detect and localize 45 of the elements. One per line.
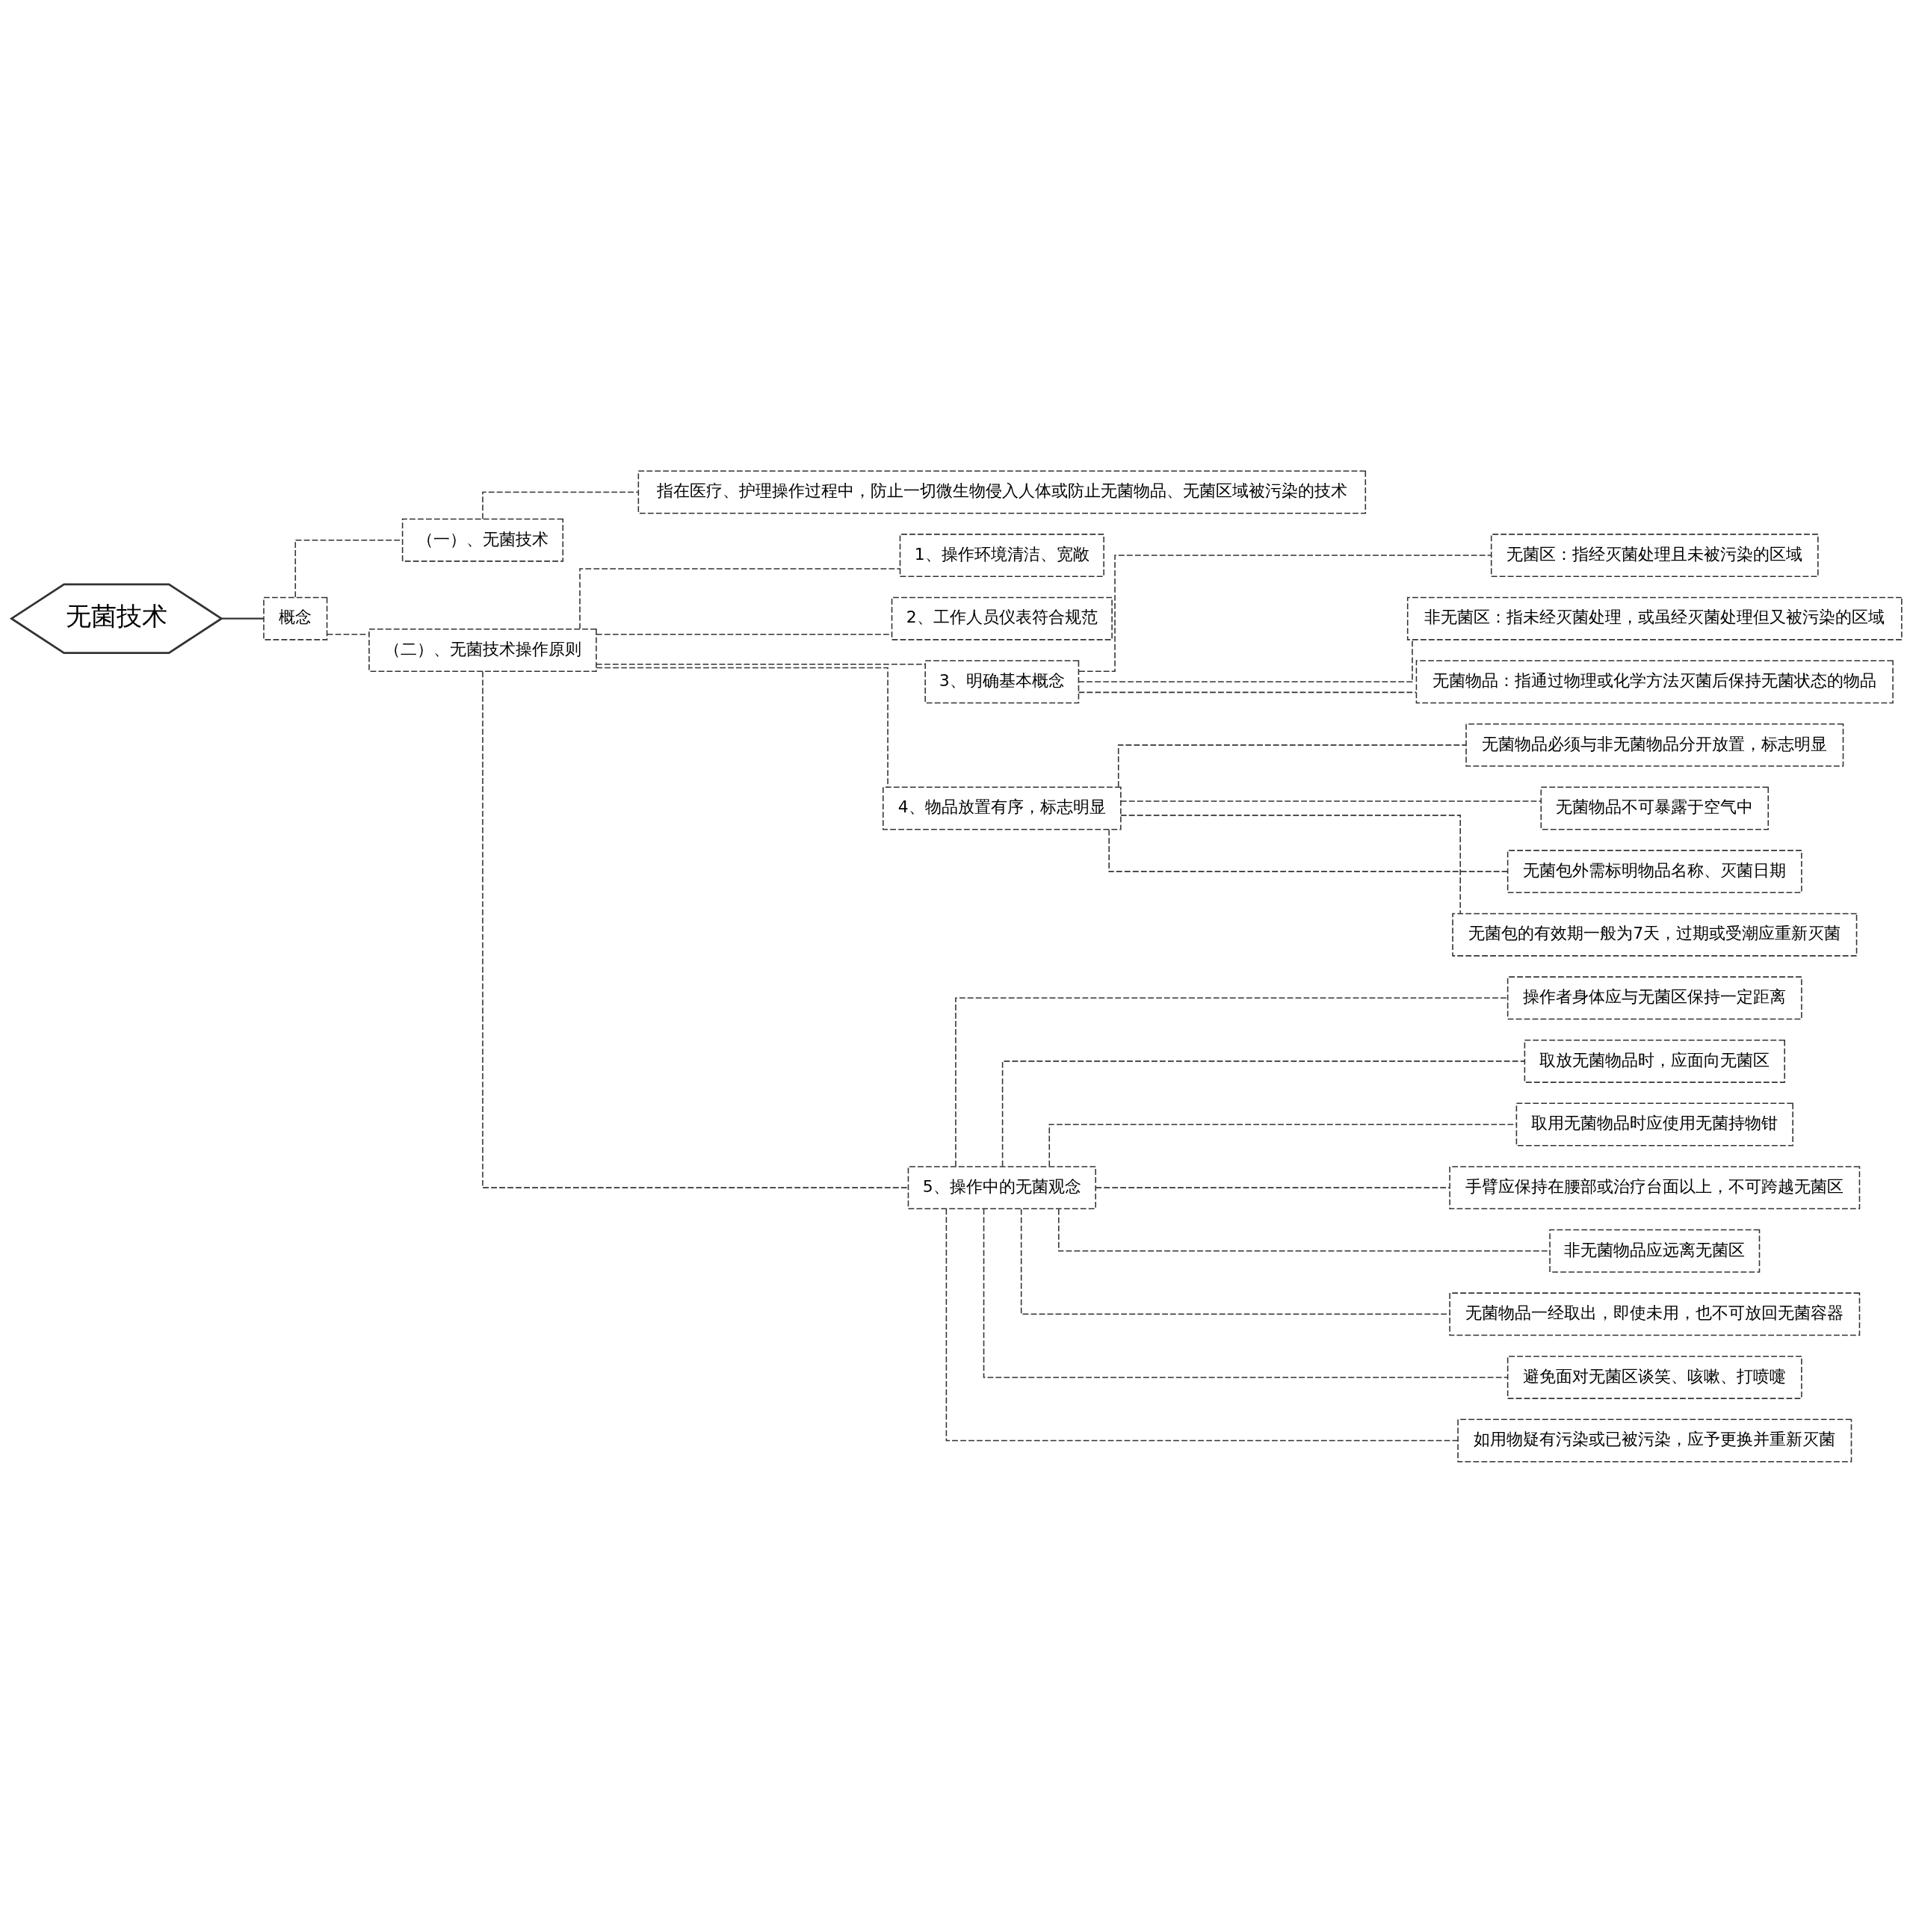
node-box: （二）、无菌技术操作原则: [368, 628, 597, 672]
connector: [1048, 1123, 1517, 1167]
connector: [983, 1208, 1509, 1378]
node-box: 取放无菌物品时，应面向无菌区: [1524, 1039, 1785, 1083]
connector: [1108, 828, 1508, 872]
node-box: 如用物疑有污染或已被污染，应予更换并重新灭菌: [1457, 1419, 1852, 1462]
node-box: 3、明确基本概念: [924, 659, 1080, 703]
node-box: 无菌包外需标明物品名称、灭菌日期: [1506, 849, 1802, 893]
node-box: 无菌区：指经灭菌处理且未被污染的区域: [1490, 533, 1819, 577]
connector: [1001, 1060, 1526, 1167]
node-box: 非无菌物品应远离无菌区: [1549, 1229, 1761, 1273]
node-box: 概念: [263, 596, 328, 641]
connector: [327, 633, 370, 635]
node-box: 取用无菌物品时应使用无菌持物钳: [1515, 1102, 1793, 1146]
connector: [1078, 554, 1492, 672]
connector: [579, 567, 900, 629]
node-box: 2、工作人员仪表符合规范: [891, 596, 1113, 641]
node-box: 5、操作中的无菌观念: [907, 1165, 1096, 1209]
node-box: 1、操作环境清洁、宽敞: [899, 533, 1104, 577]
node-box: 无菌物品不可暴露于空气中: [1540, 786, 1770, 830]
connector: [1020, 1208, 1450, 1315]
connector: [1078, 639, 1413, 682]
node-box: 手臂应保持在腰部或治疗台面以上，不可跨越无菌区: [1449, 1165, 1861, 1209]
connector: [1117, 744, 1467, 788]
connector: [596, 663, 926, 665]
connector: [955, 997, 1509, 1167]
node-box: 无菌物品：指通过物理或化学方法灭菌后保持无菌状态的物品: [1415, 659, 1894, 703]
node-box: 非无菌区：指未经灭菌处理，或虽经灭菌处理但又被污染的区域: [1406, 596, 1903, 641]
node-box: 操作者身体应与无菌区保持一定距离: [1506, 975, 1802, 1019]
node-box: （一）、无菌技术: [401, 518, 564, 562]
connector: [1078, 691, 1417, 693]
node-box: 无菌物品必须与非无菌物品分开放置，标志明显: [1465, 723, 1844, 767]
connector: [482, 670, 909, 1188]
connector: [596, 667, 888, 788]
node-box: 无菌物品一经取出，即使未用，也不可放回无菌容器: [1449, 1291, 1861, 1336]
connector: [1120, 814, 1461, 914]
connector: [945, 1208, 1459, 1441]
connector: [1120, 800, 1542, 802]
connector: [1095, 1186, 1450, 1188]
node-box: 无菌包的有效期一般为7天，过期或受潮应重新灭菌: [1452, 913, 1858, 957]
node-box: 4、物品放置有序，标志明显: [883, 786, 1122, 830]
connector: [221, 617, 264, 620]
node-box: 避免面对无菌区谈笑、咳嗽、打喷嚏: [1506, 1355, 1802, 1399]
connector: [482, 491, 639, 519]
node-box: 指在医疗、护理操作过程中，防止一切微生物侵入人体或防止无菌物品、无菌区域被污染的技术: [637, 470, 1367, 513]
